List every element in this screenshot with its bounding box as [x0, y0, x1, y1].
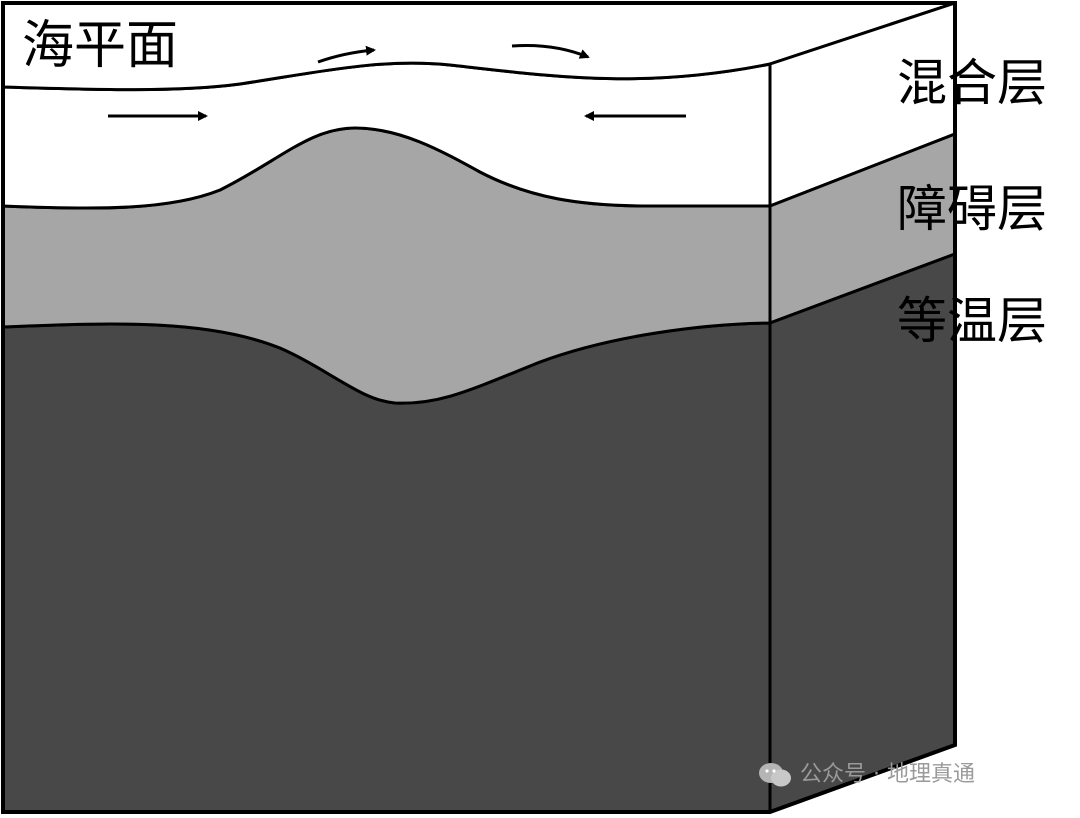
arrow-right-icon	[511, 44, 590, 59]
isothermal-layer-label: 等温层	[897, 292, 1047, 350]
current-arrows	[108, 44, 686, 121]
block-outline	[1, 1, 957, 814]
air-strip	[1, 1, 956, 92]
arrow-right-icon	[317, 45, 376, 64]
watermark-text: 公众号 · 地理真通	[800, 762, 975, 787]
sea-level-label: 海平面	[22, 16, 179, 76]
barrier-layer-label: 障碍层	[897, 180, 1047, 238]
watermark: 公众号 · 地理真通	[758, 756, 975, 788]
wechat-icon	[759, 763, 791, 787]
mixed-layer-label: 混合层	[897, 54, 1047, 112]
